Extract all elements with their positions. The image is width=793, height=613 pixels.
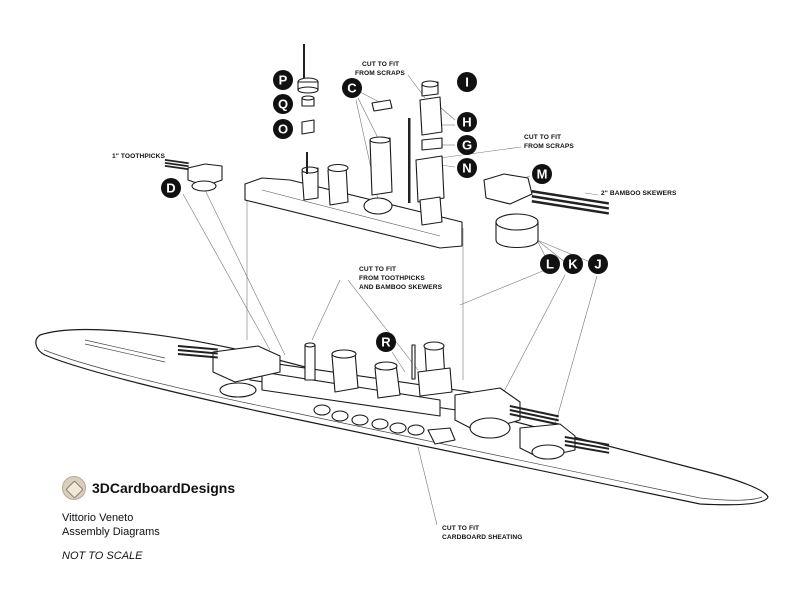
svg-text:I: I (465, 75, 469, 90)
svg-text:L: L (546, 257, 554, 272)
svg-text:R: R (381, 335, 391, 350)
part-badges: P Q O C I H G N M D L K J R (161, 70, 608, 352)
badge-o: O (273, 119, 293, 139)
badge-g: G (457, 135, 477, 155)
note-scraps-2-line2: FROM SCRAPS (524, 143, 574, 150)
badge-l: L (540, 254, 560, 274)
badge-j: J (588, 254, 608, 274)
badge-n: N (457, 158, 477, 178)
svg-text:Q: Q (278, 97, 288, 112)
brand-name: 3DCardboardDesigns (92, 480, 236, 496)
badge-m: M (532, 164, 552, 184)
turret-m (483, 173, 610, 249)
brand-row: 3DCardboardDesigns (62, 476, 235, 500)
small-parts-column (297, 44, 319, 135)
badge-i: I (457, 72, 477, 92)
badge-c: C (342, 78, 362, 98)
note-scraps-2-line1: CUT TO FIT (524, 134, 561, 141)
note-toothpicks: 1" TOOTHPICKS (112, 153, 166, 160)
scale-note: NOT TO SCALE (62, 550, 143, 562)
note-tp-bamboo-line2: FROM TOOTHPICKS (359, 275, 425, 282)
assembly-notes: CUT TO FIT FROM SCRAPS CUT TO FIT FROM S… (112, 61, 677, 541)
badge-q: Q (273, 94, 293, 114)
svg-text:O: O (278, 122, 288, 137)
svg-text:P: P (279, 73, 288, 88)
note-scraps-1-line2: FROM SCRAPS (355, 70, 405, 77)
turret-d (164, 159, 223, 192)
brand-block: 3DCardboardDesigns Vittorio Veneto Assem… (62, 476, 235, 562)
note-scraps-1-line1: CUT TO FIT (362, 61, 399, 68)
svg-text:H: H (462, 115, 471, 130)
note-sheathing-line2: CARDBOARD SHEATING (442, 534, 522, 541)
note-tp-bamboo-line1: CUT TO FIT (359, 266, 396, 273)
badge-h: H (457, 112, 477, 132)
badge-d: D (161, 178, 181, 198)
svg-text:J: J (594, 257, 601, 272)
svg-text:G: G (462, 138, 472, 153)
superstructure-assembled (177, 341, 610, 460)
note-bamboo: 2" BAMBOO SKEWERS (601, 190, 677, 197)
superstructure-exploded (244, 80, 463, 249)
badge-k: K (563, 254, 583, 274)
svg-text:M: M (537, 167, 548, 182)
ship-name: Vittorio Veneto (62, 512, 134, 524)
svg-text:N: N (462, 161, 471, 176)
badge-r: R (376, 332, 396, 352)
svg-text:K: K (568, 257, 578, 272)
brand-logo-icon (62, 476, 86, 500)
diagram-subtitle: Assembly Diagrams (62, 526, 160, 538)
svg-text:C: C (347, 81, 357, 96)
note-sheathing-line1: CUT TO FIT (442, 525, 479, 532)
badge-p: P (273, 70, 293, 90)
svg-text:D: D (166, 181, 175, 196)
note-tp-bamboo-line3: AND BAMBOO SKEWERS (359, 284, 443, 291)
